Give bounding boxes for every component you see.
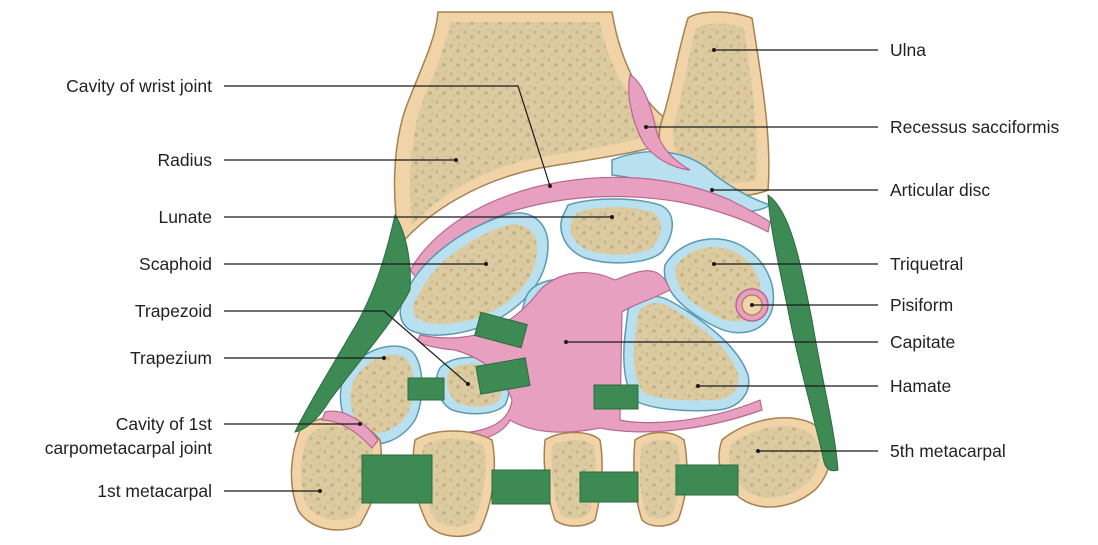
- label-text-line1: Cavity of 1st: [116, 414, 212, 434]
- label-text: Trapezoid: [135, 301, 212, 321]
- label-text: Scaphoid: [139, 254, 212, 274]
- lig-mc3-mc4: [580, 472, 638, 502]
- label-text-line2: carpometacarpal joint: [45, 438, 212, 458]
- lunate-bone: [561, 199, 672, 263]
- label-lunate: Lunate: [158, 207, 614, 227]
- lig-mc1-mc2: [362, 455, 432, 503]
- label-text: Ulna: [890, 40, 926, 60]
- label-text: Lunate: [158, 207, 212, 227]
- label-text: Hamate: [890, 376, 951, 396]
- lig-mc4-mc5: [676, 465, 738, 495]
- lig-trapezium-trapezoid: [408, 378, 444, 400]
- label-pisiform: Pisiform: [750, 295, 953, 315]
- label-text: Triquetral: [890, 254, 963, 274]
- label-text: Pisiform: [890, 295, 953, 315]
- lig-capitate-hamate: [594, 385, 638, 409]
- label-text: Articular disc: [890, 180, 990, 200]
- label-text: Cavity of wrist joint: [66, 76, 212, 96]
- label-capitate: Capitate: [564, 332, 955, 352]
- lig-mc2-mc3: [492, 470, 550, 504]
- label-text: 5th metacarpal: [890, 441, 1006, 461]
- label-text: Trapezium: [130, 348, 212, 368]
- label-first-metacarpal: 1st metacarpal: [97, 481, 322, 501]
- label-text: Recessus sacciformis: [890, 117, 1059, 137]
- label-text: 1st metacarpal: [97, 481, 212, 501]
- label-text: Capitate: [890, 332, 955, 352]
- label-text: Radius: [158, 150, 213, 170]
